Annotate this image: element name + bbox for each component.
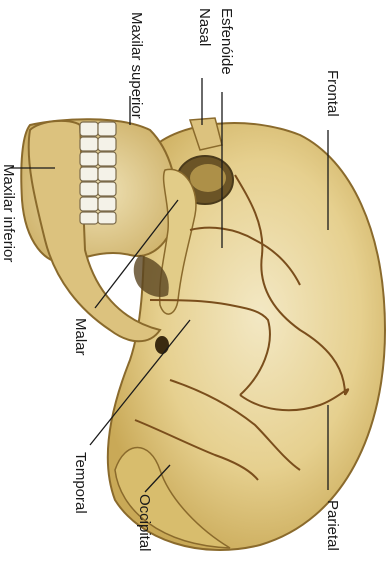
label-esfenoide: Esfenóide xyxy=(218,8,234,75)
label-nasal: Nasal xyxy=(196,8,212,46)
label-frontal-text: Frontal xyxy=(324,70,341,117)
label-nasal-text: Nasal xyxy=(196,8,213,46)
label-maxilar-superior-line1: Maxilar superior xyxy=(128,12,144,119)
ear-canal xyxy=(155,336,169,354)
label-parietal-text: Parietal xyxy=(324,500,341,551)
label-maxilar-inferior-text: Maxilar inferior xyxy=(0,164,17,262)
label-maxilar-superior-text: Maxilar superior xyxy=(128,12,145,119)
label-frontal: Frontal xyxy=(324,70,340,117)
label-temporal: Temporal xyxy=(72,452,88,514)
label-malar: Malar xyxy=(72,318,88,356)
label-occipital-text: Occipital xyxy=(136,494,153,552)
label-parietal: Parietal xyxy=(324,500,340,551)
label-maxilar-inferior: Maxilar inferior xyxy=(0,164,16,262)
label-occipital: Occipital xyxy=(136,494,152,552)
label-malar-text: Malar xyxy=(72,318,89,356)
label-maxilar-superior: Maxilar superior xyxy=(128,12,144,119)
label-temporal-text: Temporal xyxy=(72,452,89,514)
label-esfenoide-text: Esfenóide xyxy=(218,8,235,75)
